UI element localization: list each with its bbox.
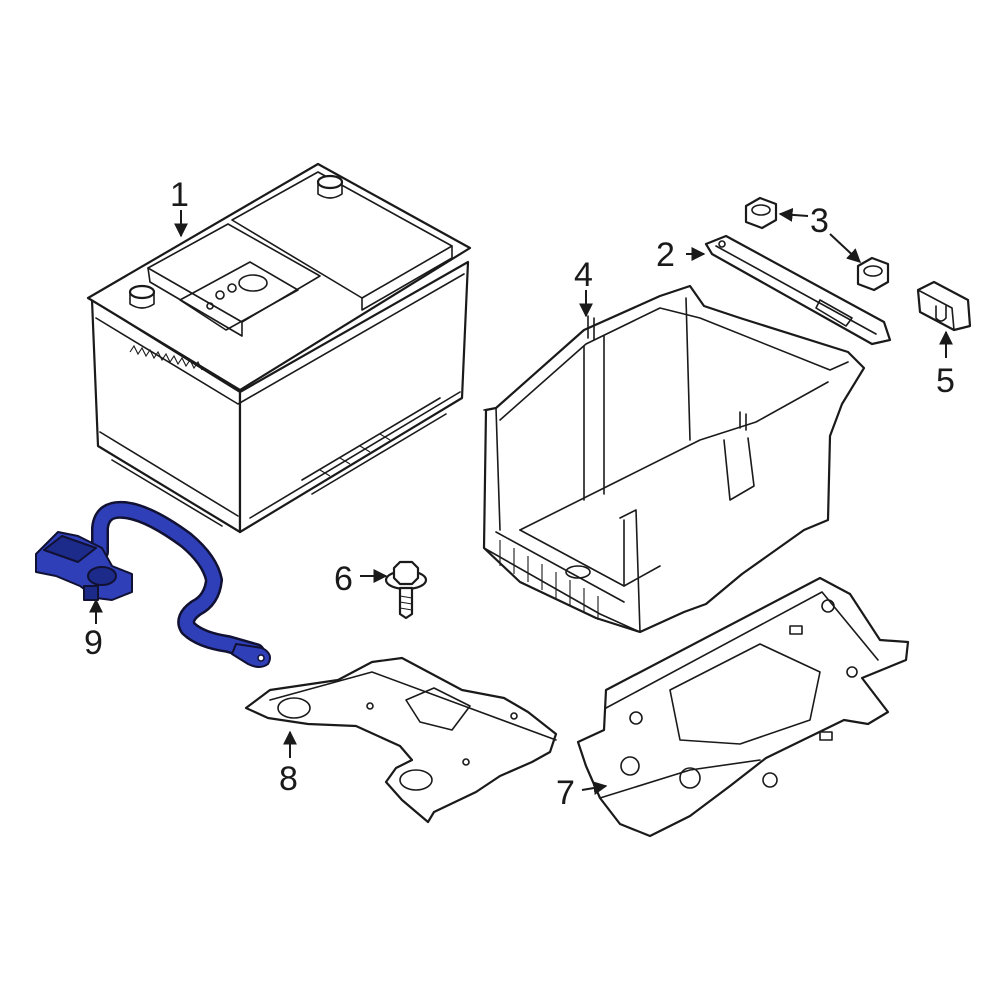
- nut-part-lower[interactable]: [856, 256, 890, 292]
- callout-5: 5: [936, 330, 955, 400]
- callout-label-8: 8: [279, 760, 298, 798]
- callout-6: 6: [334, 560, 388, 598]
- callout-label-4: 4: [574, 256, 593, 294]
- callout-4: 4: [574, 256, 593, 318]
- callout-8: 8: [279, 730, 298, 798]
- callout-label-6: 6: [334, 560, 353, 598]
- battery-part[interactable]: [86, 162, 472, 534]
- clip-part[interactable]: [916, 280, 972, 332]
- battery-tray-part[interactable]: [482, 284, 866, 634]
- nut-part-upper[interactable]: [744, 196, 778, 230]
- callout-label-2: 2: [656, 236, 675, 274]
- callout-label-9: 9: [84, 624, 103, 662]
- callout-label-7: 7: [556, 774, 575, 812]
- bolt-part[interactable]: [384, 560, 428, 620]
- callout-7: 7: [556, 774, 608, 812]
- battery-cable-part[interactable]: [35, 500, 271, 668]
- callout-2: 2: [656, 236, 706, 274]
- callout-1: 1: [170, 176, 189, 238]
- hold-down-bracket-part[interactable]: [704, 234, 892, 346]
- callout-9: 9: [84, 598, 103, 662]
- callout-label-5: 5: [936, 362, 955, 400]
- callout-label-3: 3: [810, 202, 829, 240]
- callout-label-1: 1: [170, 176, 189, 214]
- mounting-plate-small-part[interactable]: [244, 656, 558, 824]
- mounting-plate-large-part[interactable]: [576, 576, 910, 838]
- callout-3: 3: [778, 202, 862, 263]
